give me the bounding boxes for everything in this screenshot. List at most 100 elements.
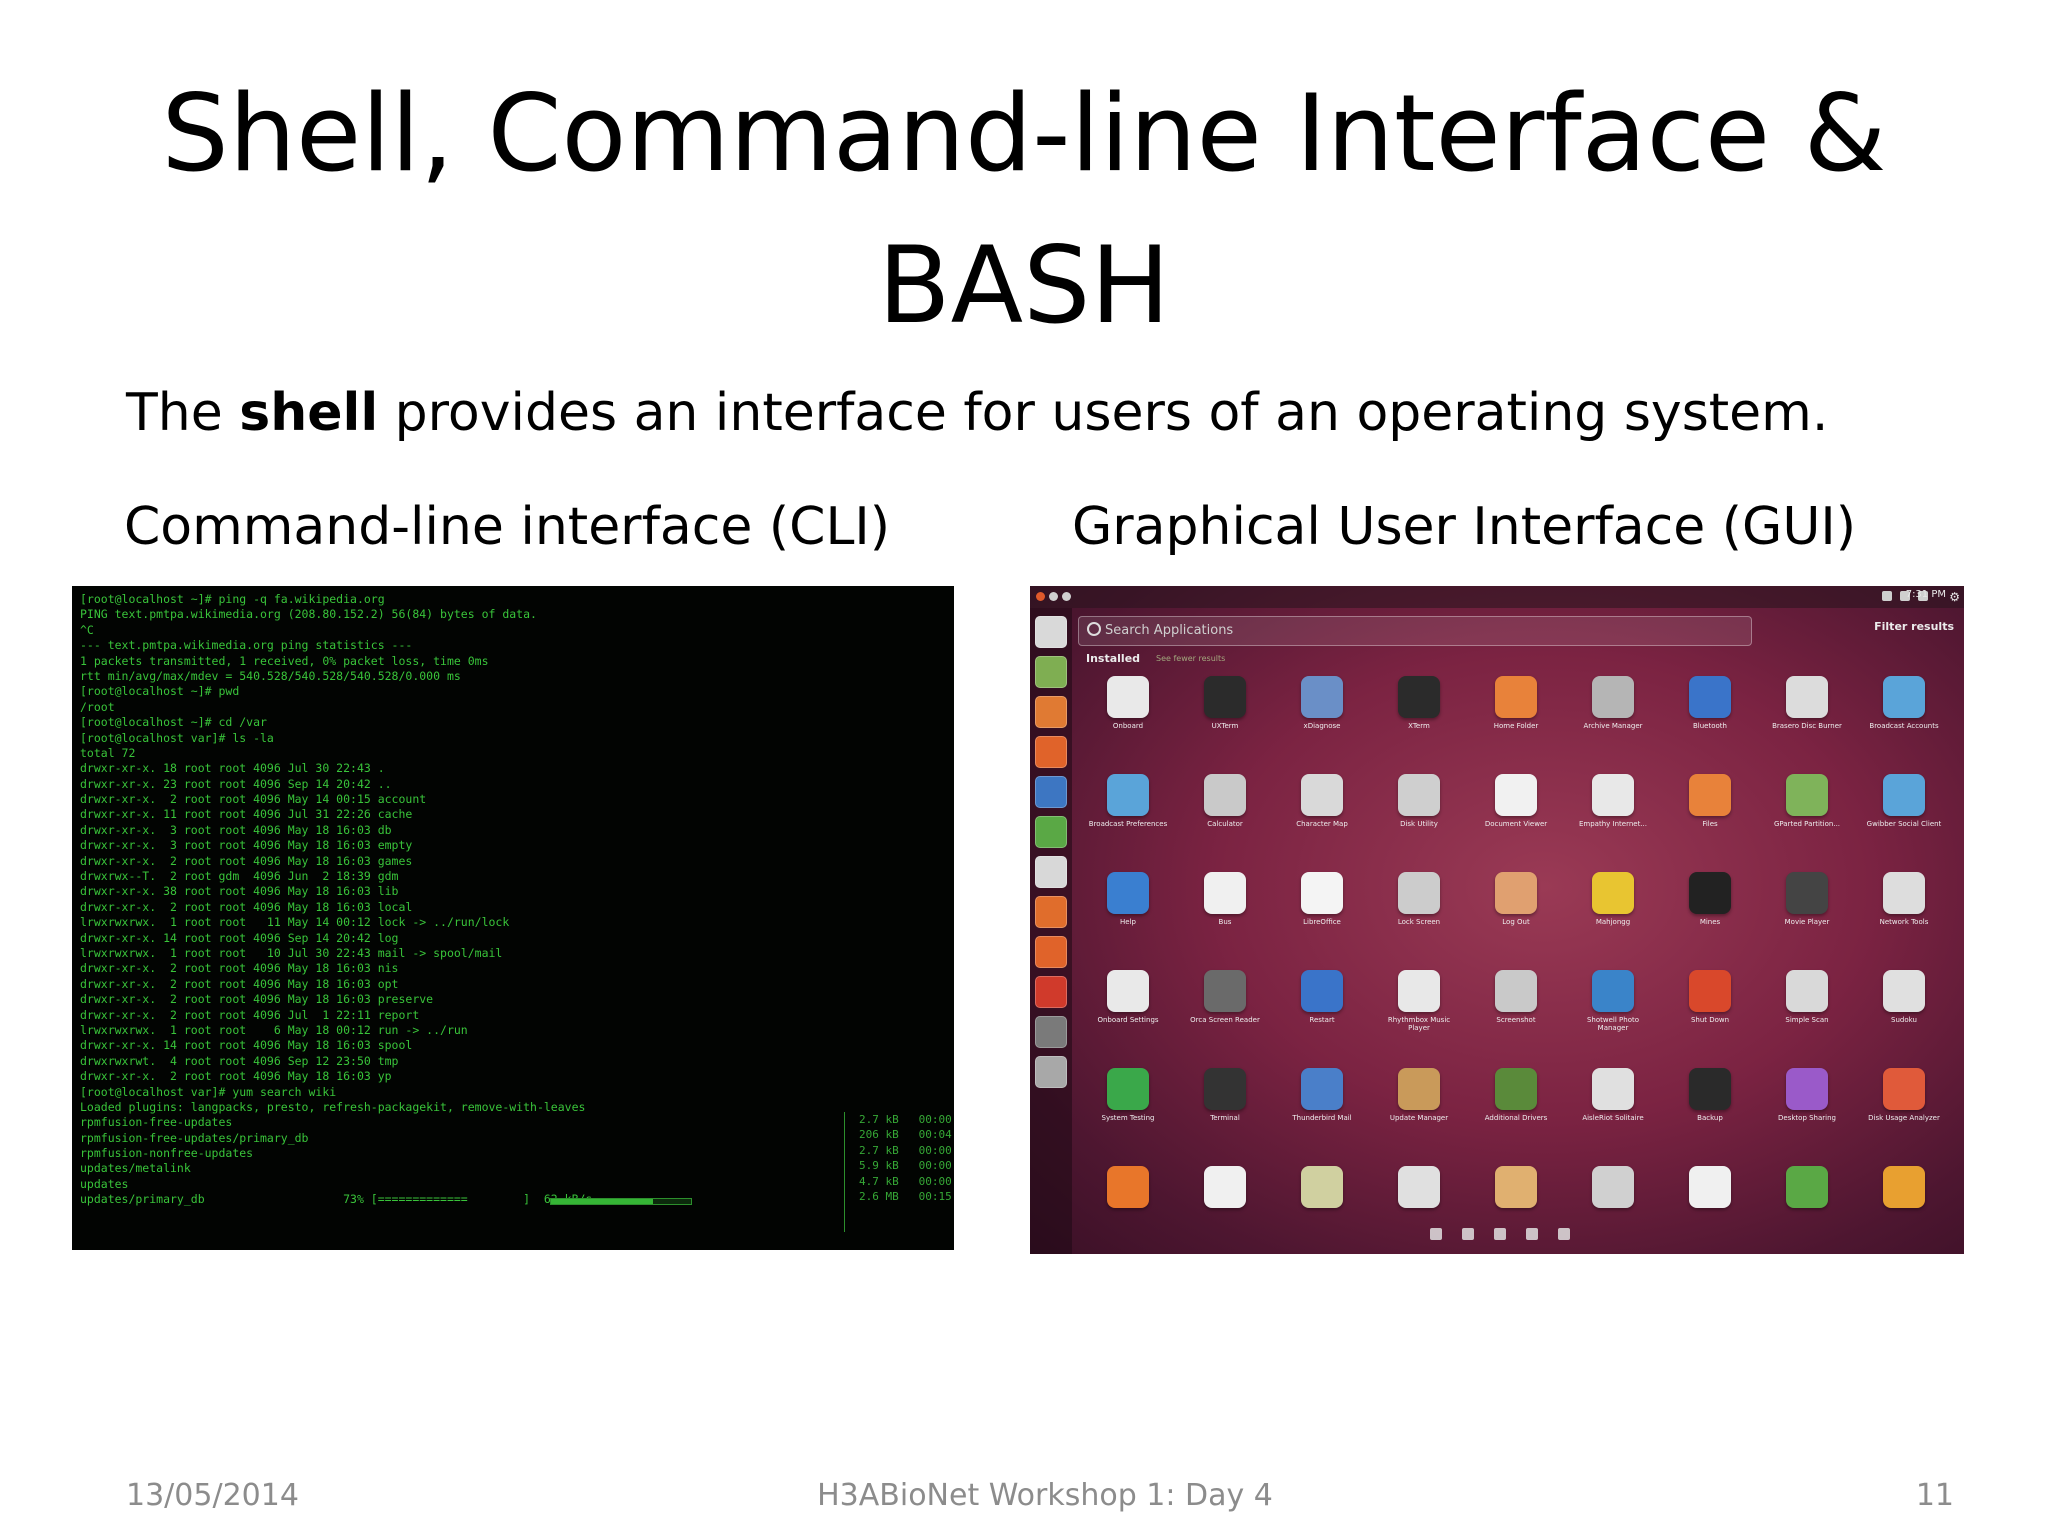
onboard-icon (1107, 676, 1149, 718)
app-launcher-item[interactable]: xDiagnose (1282, 676, 1362, 738)
app-launcher-item[interactable]: Mahjongg (1573, 872, 1653, 934)
app-launcher-item[interactable]: Broadcast Preferences (1088, 774, 1168, 836)
terminal-line: Loaded plugins: langpacks, presto, refre… (80, 1099, 586, 1114)
app-launcher-item[interactable]: System Testing (1088, 1068, 1168, 1130)
app-launcher-item[interactable] (1864, 1166, 1944, 1228)
see-fewer-results-link[interactable]: See fewer results (1156, 654, 1226, 663)
app-launcher-item[interactable] (1185, 1166, 1265, 1228)
app-launcher-item[interactable]: Shotwell Photo Manager (1573, 970, 1653, 1032)
network-indicator-icon[interactable] (1900, 591, 1910, 601)
launcher-item[interactable] (1035, 896, 1067, 928)
music-lens-icon[interactable] (1526, 1228, 1538, 1240)
app-launcher-item[interactable] (1282, 1166, 1362, 1228)
page-number: 11 (1915, 1478, 1954, 1513)
applications-lens-icon[interactable] (1462, 1228, 1474, 1240)
app-launcher-item[interactable]: Disk Utility (1379, 774, 1459, 836)
launcher-item[interactable] (1035, 1056, 1067, 1088)
app-launcher-item[interactable]: GParted Partition... (1767, 774, 1847, 836)
app-launcher-item[interactable]: Empathy Internet... (1573, 774, 1653, 836)
sound-indicator-icon[interactable] (1918, 591, 1928, 601)
gear-icon[interactable]: ⚙ (1949, 590, 1960, 604)
panel-clock[interactable]: 7:31 PM (1905, 589, 1946, 600)
app-launcher-item[interactable]: Mines (1670, 872, 1750, 934)
app-launcher-item[interactable]: Orca Screen Reader (1185, 970, 1265, 1032)
footer-event: H3ABioNet Workshop 1: Day 4 (817, 1478, 1273, 1513)
app-launcher-item[interactable]: Rhythmbox Music Player (1379, 970, 1459, 1032)
app-launcher-item[interactable] (1088, 1166, 1168, 1228)
app-launcher-item[interactable]: Gwibber Social Client (1864, 774, 1944, 836)
app-launcher-item[interactable]: Home Folder (1476, 676, 1556, 738)
terminal-line: [root@localhost ~]# cd /var (80, 715, 267, 730)
app-launcher-item[interactable]: Thunderbird Mail (1282, 1068, 1362, 1130)
app-launcher-item[interactable]: Screenshot (1476, 970, 1556, 1032)
network-tools-icon (1883, 872, 1925, 914)
app-launcher-item[interactable]: Bus (1185, 872, 1265, 934)
app-label: Movie Player (1784, 918, 1830, 926)
app-launcher-item[interactable]: Desktop Sharing (1767, 1068, 1847, 1130)
app-launcher-item[interactable]: Archive Manager (1573, 676, 1653, 738)
app-launcher-item[interactable]: Additional Drivers (1476, 1068, 1556, 1130)
app-launcher-item[interactable] (1476, 1166, 1556, 1228)
app-launcher-item[interactable] (1379, 1166, 1459, 1228)
app-launcher-item[interactable]: Update Manager (1379, 1068, 1459, 1130)
app-launcher-item[interactable]: Network Tools (1864, 872, 1944, 934)
search-input[interactable]: Search Applications (1078, 616, 1752, 646)
app-launcher-item[interactable]: Broadcast Accounts (1864, 676, 1944, 738)
brasero-icon (1786, 676, 1828, 718)
app-launcher-item[interactable]: Simple Scan (1767, 970, 1847, 1032)
launcher-item[interactable] (1035, 696, 1067, 728)
app-launcher-item[interactable]: LibreOffice (1282, 872, 1362, 934)
launcher-item[interactable] (1035, 736, 1067, 768)
app-launcher-item[interactable]: AisleRiot Solitaire (1573, 1068, 1653, 1130)
xdiagnose-icon (1301, 676, 1343, 718)
app-launcher-item[interactable]: Lock Screen (1379, 872, 1459, 934)
minimize-icon[interactable] (1049, 592, 1058, 601)
terminal-line: drwxrwxrwt. 4 root root 4096 Sep 12 23:5… (80, 1053, 399, 1068)
app-launcher-item[interactable]: Onboard (1088, 676, 1168, 738)
app-launcher-item[interactable]: Log Out (1476, 872, 1556, 934)
launcher-item[interactable] (1035, 856, 1067, 888)
app-launcher-item[interactable]: Terminal (1185, 1068, 1265, 1130)
app-launcher-item[interactable]: Restart (1282, 970, 1362, 1032)
launcher-item[interactable] (1035, 816, 1067, 848)
maximize-icon[interactable] (1062, 592, 1071, 601)
app-launcher-item[interactable]: Document Viewer (1476, 774, 1556, 836)
app-launcher-item[interactable] (1767, 1166, 1847, 1228)
app-launcher-item[interactable]: UXTerm (1185, 676, 1265, 738)
terminal-line: lrwxrwxrwx. 1 root root 6 May 18 00:12 r… (80, 1022, 468, 1037)
app-label: Shotwell Photo Manager (1586, 1016, 1640, 1032)
app-launcher-item[interactable] (1573, 1166, 1653, 1228)
app-launcher-item[interactable] (1670, 1166, 1750, 1228)
filter-results-button[interactable]: Filter results (1874, 620, 1954, 633)
footer-date: 13/05/2014 (126, 1478, 299, 1513)
lead-sentence: The shell provides an interface for user… (126, 378, 1828, 448)
app-launcher-item[interactable]: Character Map (1282, 774, 1362, 836)
app-launcher-item[interactable]: Calculator (1185, 774, 1265, 836)
app-launcher-item[interactable]: Bluetooth (1670, 676, 1750, 738)
home-lens-icon[interactable] (1430, 1228, 1442, 1240)
character-map-icon (1301, 774, 1343, 816)
onboard-settings-icon (1107, 970, 1149, 1012)
mail-indicator-icon[interactable] (1882, 591, 1892, 601)
app-launcher-item[interactable]: Backup (1670, 1068, 1750, 1130)
document-viewer-icon (1495, 774, 1537, 816)
app-launcher-item[interactable]: Files (1670, 774, 1750, 836)
launcher-item[interactable] (1035, 976, 1067, 1008)
app-label (1864, 1212, 1944, 1228)
app-launcher-item[interactable]: Brasero Disc Burner (1767, 676, 1847, 738)
launcher-item[interactable] (1035, 936, 1067, 968)
app-launcher-item[interactable]: Disk Usage Analyzer (1864, 1068, 1944, 1130)
app-launcher-item[interactable]: Onboard Settings (1088, 970, 1168, 1032)
launcher-item[interactable] (1035, 776, 1067, 808)
app-launcher-item[interactable]: Shut Down (1670, 970, 1750, 1032)
app-launcher-item[interactable]: Help (1088, 872, 1168, 934)
app-launcher-item[interactable]: Movie Player (1767, 872, 1847, 934)
app-launcher-item[interactable]: Sudoku (1864, 970, 1944, 1032)
close-icon[interactable] (1036, 592, 1045, 601)
launcher-item[interactable] (1035, 616, 1067, 648)
launcher-item[interactable] (1035, 656, 1067, 688)
files-lens-icon[interactable] (1494, 1228, 1506, 1240)
launcher-item[interactable] (1035, 1016, 1067, 1048)
app-launcher-item[interactable]: XTerm (1379, 676, 1459, 738)
video-lens-icon[interactable] (1558, 1228, 1570, 1240)
